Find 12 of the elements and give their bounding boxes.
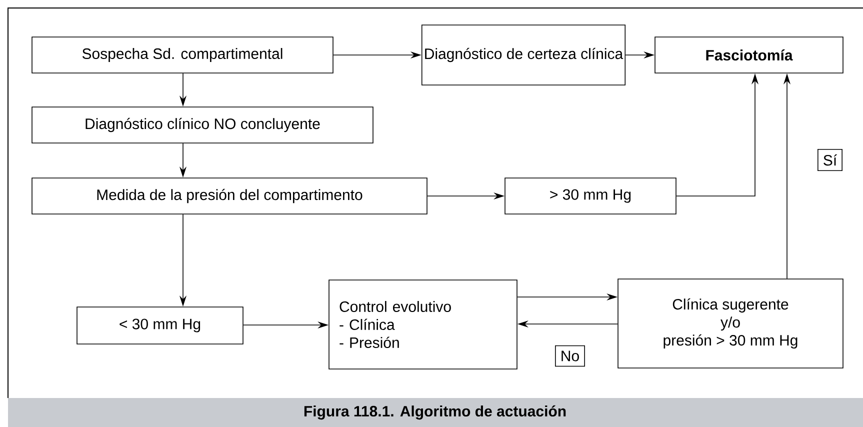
process-box: Diagnóstico de certeza clínica <box>421 24 626 86</box>
process-box: < 30 mm Hg <box>76 306 244 344</box>
process-box: Sospecha Sd. compartimental <box>32 36 334 74</box>
process-box: Control evolutivo - Clínica - Presión <box>328 280 518 370</box>
process-box: Diagnóstico clínico NO concluyente <box>32 106 374 144</box>
process-box: Clínica sugerente y/o presión > 30 mm Hg <box>618 278 844 368</box>
caption-band: Figura 118.1. Algoritmo de actuación <box>8 398 863 427</box>
edge-label: Sí <box>818 149 842 171</box>
edge-label: No <box>555 345 585 367</box>
process-box: Medida de la presión del compartimento <box>32 178 428 214</box>
process-box: Fasciotomía <box>654 36 844 74</box>
process-box: > 30 mm Hg <box>504 178 676 214</box>
